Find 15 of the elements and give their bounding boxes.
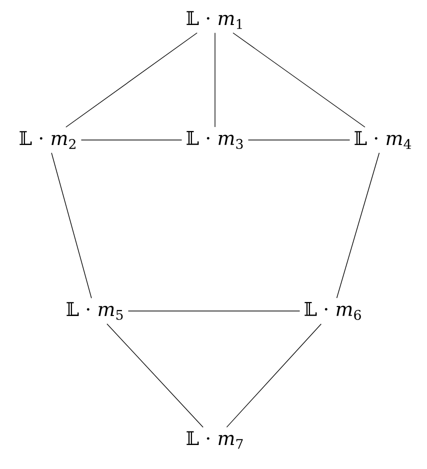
connector-line (232, 32, 366, 128)
connector-line (51, 152, 92, 298)
connector-line (214, 32, 216, 128)
math-label: 𝕃 · m$_{1}$ (186, 11, 242, 29)
connector-line (106, 324, 204, 428)
math-label: 𝕃 · m$_{5}$ (66, 302, 123, 320)
connector-line (66, 32, 198, 128)
connector-line (226, 324, 322, 428)
math-label: 𝕃 · m$_{3}$ (186, 131, 243, 149)
math-label: 𝕃 · m$_{6}$ (304, 302, 361, 320)
math-label: 𝕃 · m$_{7}$ (186, 431, 243, 449)
connector-line (336, 152, 380, 298)
math-label: 𝕃 · m$_{4}$ (354, 131, 412, 149)
connector-line (128, 310, 300, 312)
math-label: 𝕃 · m$_{2}$ (20, 131, 76, 149)
